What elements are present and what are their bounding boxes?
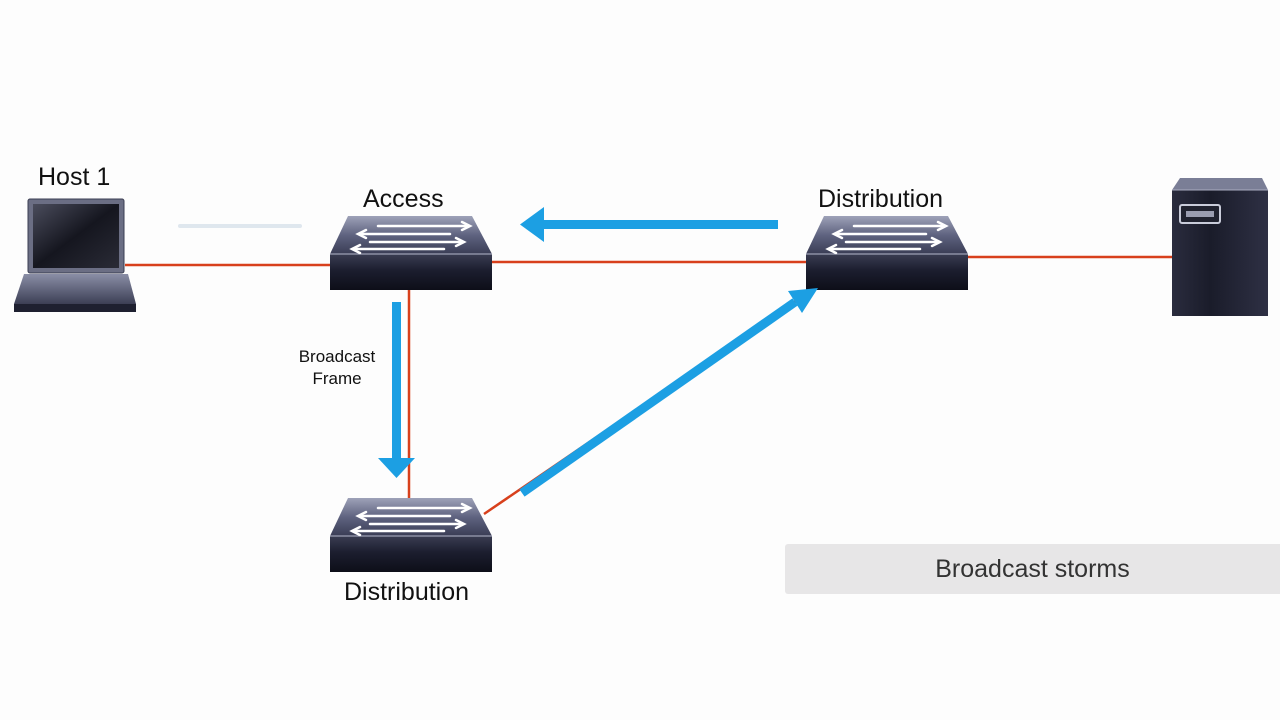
arrow-icon — [520, 207, 778, 242]
server-icon — [1172, 178, 1268, 316]
host-label: Host 1 — [38, 163, 111, 191]
distribution-bottom-label: Distribution — [344, 578, 470, 606]
distribution-right-label: Distribution — [818, 185, 944, 213]
arrow-icon — [519, 288, 818, 497]
broadcast-frame-label: Broadcast Frame — [282, 346, 392, 390]
switch-icon — [330, 498, 492, 572]
caption-text: Broadcast storms — [935, 554, 1130, 583]
arrow-icon — [378, 302, 415, 478]
broadcast-frame-line1: Broadcast — [298, 347, 376, 366]
flow-arrows — [378, 207, 818, 497]
broadcast-frame-line2: Frame — [312, 369, 362, 388]
switch-icon — [330, 216, 492, 290]
switch-icon — [806, 216, 968, 290]
caption-box: Broadcast storms — [785, 544, 1280, 594]
access-switch-label: Access — [363, 185, 444, 213]
laptop-icon — [14, 198, 136, 312]
